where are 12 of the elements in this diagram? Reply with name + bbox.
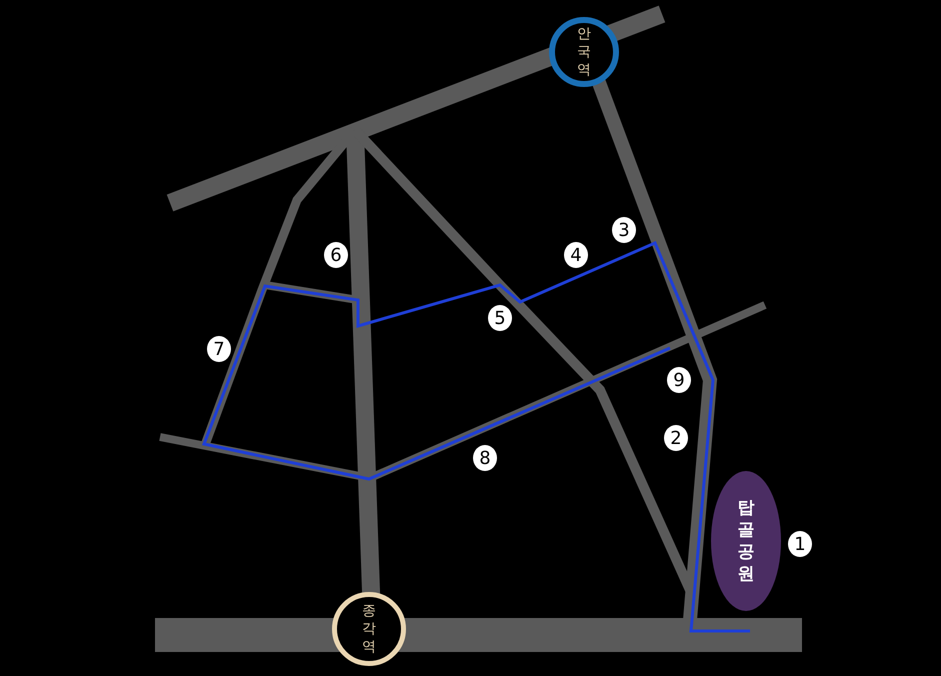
- callout-number: 2: [664, 425, 688, 451]
- callout-number: 8: [473, 445, 497, 471]
- callout-number: 3: [612, 217, 636, 243]
- place-name: 종각역: [361, 602, 377, 656]
- place-name: 안국역: [576, 24, 592, 80]
- callout-number: 5: [488, 305, 512, 331]
- callout-number: 6: [324, 242, 348, 268]
- callout-number: 1: [788, 531, 812, 557]
- callout-number: 9: [667, 367, 691, 393]
- place-name: 탑골공원: [736, 496, 756, 586]
- callout-number: 7: [207, 336, 231, 362]
- callout-number: 4: [564, 242, 588, 268]
